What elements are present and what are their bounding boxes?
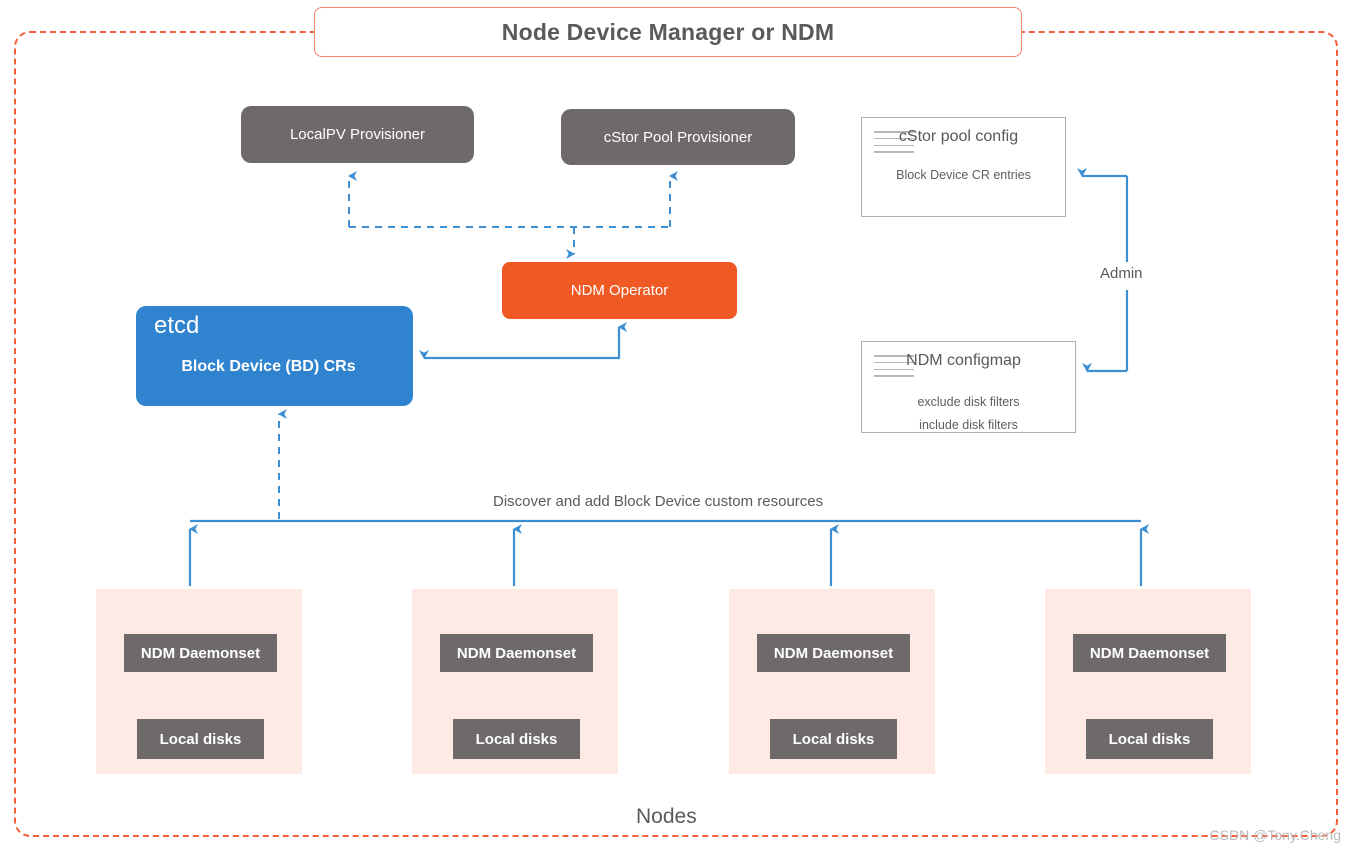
nodes-section-label: Nodes (628, 805, 705, 829)
local-disks-label: Local disks (159, 730, 242, 748)
node-box[interactable]: NDM Daemonset Local disks (729, 589, 935, 774)
local-disks-box[interactable]: Local disks (137, 719, 264, 759)
local-disks-label: Local disks (792, 730, 875, 748)
etcd-subtitle: Block Device (BD) CRs (181, 358, 356, 375)
ndm-configmap-line-1: exclude disk filters (917, 395, 1020, 409)
localpv-provisioner-box[interactable]: LocalPV Provisioner (241, 106, 474, 163)
card-header: cStor pool config (862, 118, 1065, 162)
card-header: NDM configmap (862, 342, 1075, 386)
ndm-daemonset-label: NDM Daemonset (140, 644, 261, 662)
hamburger-icon (874, 355, 914, 377)
discover-bus-label: Discover and add Block Device custom res… (489, 493, 828, 510)
ndm-configmap-card[interactable]: NDM configmap exclude disk filters inclu… (861, 341, 1076, 433)
page-title: Node Device Manager or NDM (501, 18, 835, 45)
admin-label: Admin (1096, 263, 1147, 284)
ndm-configmap-line-2: include disk filters (919, 418, 1018, 432)
local-disks-box[interactable]: Local disks (453, 719, 580, 759)
ndm-operator-label: NDM Operator (570, 282, 669, 299)
ndm-daemonset-box[interactable]: NDM Daemonset (440, 634, 593, 672)
node-box[interactable]: NDM Daemonset Local disks (412, 589, 618, 774)
etcd-box[interactable]: etcd Block Device (BD) CRs (136, 306, 413, 406)
diagram-title-box: Node Device Manager or NDM (314, 7, 1022, 57)
node-box[interactable]: NDM Daemonset Local disks (96, 589, 302, 774)
ndm-operator-box[interactable]: NDM Operator (502, 262, 737, 319)
localpv-provisioner-label: LocalPV Provisioner (289, 126, 426, 143)
etcd-title: etcd (154, 312, 200, 339)
watermark: CSDN @Tony.Cheng (1209, 827, 1341, 843)
cstor-pool-config-title: cStor pool config (898, 128, 1019, 145)
cstor-pool-config-card[interactable]: cStor pool config Block Device CR entrie… (861, 117, 1066, 217)
ndm-daemonset-label: NDM Daemonset (773, 644, 894, 662)
local-disks-label: Local disks (1108, 730, 1191, 748)
local-disks-label: Local disks (475, 730, 558, 748)
node-box[interactable]: NDM Daemonset Local disks (1045, 589, 1251, 774)
local-disks-box[interactable]: Local disks (1086, 719, 1213, 759)
cstor-pool-config-line-1: Block Device CR entries (896, 168, 1031, 182)
ndm-daemonset-label: NDM Daemonset (456, 644, 577, 662)
ndm-daemonset-box[interactable]: NDM Daemonset (757, 634, 910, 672)
local-disks-box[interactable]: Local disks (770, 719, 897, 759)
hamburger-icon (874, 131, 914, 153)
cstor-pool-provisioner-box[interactable]: cStor Pool Provisioner (561, 109, 795, 165)
ndm-configmap-title: NDM configmap (906, 352, 1021, 369)
ndm-daemonset-box[interactable]: NDM Daemonset (124, 634, 277, 672)
cstor-pool-provisioner-label: cStor Pool Provisioner (603, 128, 753, 146)
ndm-daemonset-label: NDM Daemonset (1089, 644, 1210, 662)
ndm-daemonset-box[interactable]: NDM Daemonset (1073, 634, 1226, 672)
